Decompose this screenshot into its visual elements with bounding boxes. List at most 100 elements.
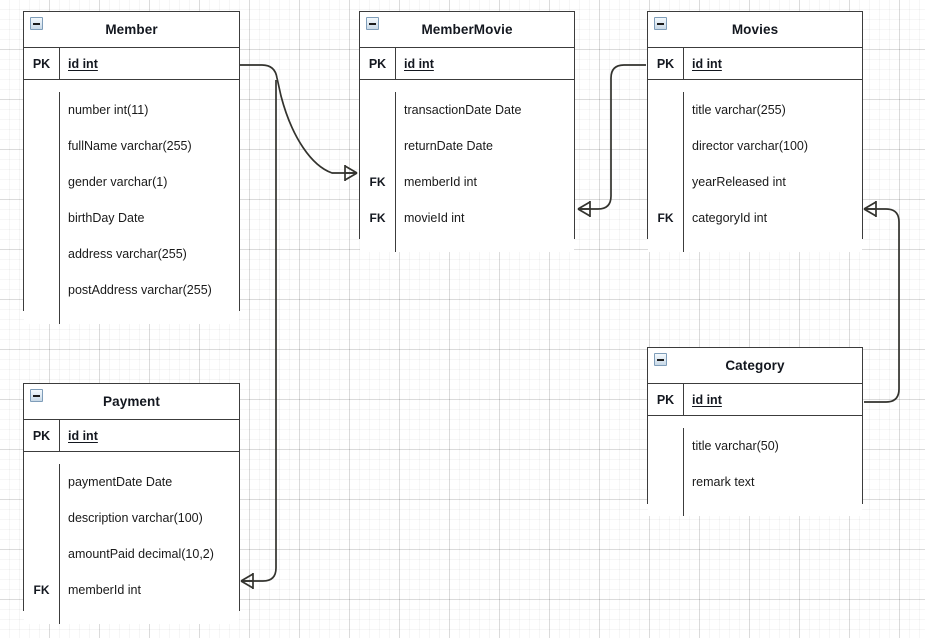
attribute-row[interactable]: description varchar(100) bbox=[24, 500, 239, 536]
minus-icon[interactable] bbox=[30, 17, 43, 30]
minus-icon[interactable] bbox=[654, 353, 667, 366]
field-label: transactionDate Date bbox=[404, 103, 522, 117]
key-label: PK bbox=[360, 48, 396, 79]
attribute-row[interactable]: postAddress varchar(255) bbox=[24, 272, 239, 308]
entity-category-attributes: title varchar(50) remark text bbox=[648, 416, 862, 516]
entity-member[interactable]: Member PK id int number int(11) fullName… bbox=[23, 11, 240, 324]
spacer-row bbox=[24, 608, 239, 624]
key-label: FK bbox=[24, 572, 60, 608]
field-label: id int bbox=[692, 56, 722, 71]
field-label: number int(11) bbox=[68, 103, 149, 117]
entity-category-name: Category bbox=[725, 358, 785, 373]
entity-movies-header: Movies bbox=[648, 12, 862, 48]
attribute-row[interactable]: transactionDate Date bbox=[360, 92, 574, 128]
attribute-row[interactable]: birthDay Date bbox=[24, 200, 239, 236]
field-label: amountPaid decimal(10,2) bbox=[68, 547, 214, 561]
field-label: movieId int bbox=[404, 211, 465, 225]
spacer bbox=[24, 80, 239, 92]
field-label: title varchar(255) bbox=[692, 103, 786, 117]
attribute-row-fk[interactable]: FK movieId int bbox=[360, 200, 574, 236]
key-spacer bbox=[648, 500, 684, 516]
entity-category[interactable]: Category PK id int title varchar(50) rem… bbox=[647, 347, 863, 516]
field-label: address varchar(255) bbox=[68, 247, 187, 261]
field-label: categoryId int bbox=[692, 211, 768, 225]
attribute-row[interactable]: address varchar(255) bbox=[24, 236, 239, 272]
key-label bbox=[648, 128, 684, 164]
field-label: gender varchar(1) bbox=[68, 175, 168, 189]
entity-member-attributes: number int(11) fullName varchar(255) gen… bbox=[24, 80, 239, 324]
crowfoot-payment-memberid bbox=[240, 573, 254, 589]
attribute-row[interactable]: gender varchar(1) bbox=[24, 164, 239, 200]
spacer bbox=[24, 452, 239, 464]
attribute-row[interactable]: yearReleased int bbox=[648, 164, 862, 200]
key-label bbox=[24, 464, 60, 500]
field-label: returnDate Date bbox=[404, 139, 493, 153]
minus-icon[interactable] bbox=[30, 389, 43, 402]
key-label bbox=[24, 92, 60, 128]
spacer-row bbox=[360, 236, 574, 252]
minus-icon[interactable] bbox=[366, 17, 379, 30]
key-label bbox=[24, 272, 60, 308]
entity-category-pk-row[interactable]: PK id int bbox=[648, 384, 862, 416]
key-label bbox=[648, 464, 684, 500]
key-label bbox=[24, 236, 60, 272]
spacer bbox=[648, 416, 862, 428]
key-label bbox=[360, 92, 396, 128]
attribute-row[interactable]: director varchar(100) bbox=[648, 128, 862, 164]
relationship-movies-membermovie[interactable] bbox=[578, 64, 646, 210]
key-label bbox=[24, 536, 60, 572]
attribute-row[interactable]: remark text bbox=[648, 464, 862, 500]
key-label bbox=[648, 164, 684, 200]
minus-icon[interactable] bbox=[654, 17, 667, 30]
key-label: FK bbox=[360, 200, 396, 236]
key-spacer bbox=[648, 236, 684, 252]
attribute-row[interactable]: title varchar(255) bbox=[648, 92, 862, 128]
key-label bbox=[24, 128, 60, 164]
crowfoot-movies-categoryid bbox=[863, 201, 877, 217]
attribute-row[interactable]: returnDate Date bbox=[360, 128, 574, 164]
spacer-row bbox=[648, 500, 862, 516]
attribute-row[interactable]: paymentDate Date bbox=[24, 464, 239, 500]
key-spacer bbox=[24, 608, 60, 624]
key-label: FK bbox=[360, 164, 396, 200]
entity-payment-pk-row[interactable]: PK id int bbox=[24, 420, 239, 452]
entity-movies[interactable]: Movies PK id int title varchar(255) dire… bbox=[647, 11, 863, 252]
attribute-row[interactable]: number int(11) bbox=[24, 92, 239, 128]
entity-membermovie[interactable]: MemberMovie PK id int transactionDate Da… bbox=[359, 11, 575, 252]
key-label: PK bbox=[24, 420, 60, 451]
entity-movies-name: Movies bbox=[731, 22, 779, 37]
crowfoot-membermovie-movieid bbox=[577, 201, 591, 217]
field-label: yearReleased int bbox=[692, 175, 786, 189]
spacer bbox=[648, 80, 862, 92]
entity-membermovie-attributes: transactionDate Date returnDate Date FK … bbox=[360, 80, 574, 252]
relationship-member-membermovie[interactable] bbox=[240, 64, 357, 174]
attribute-row[interactable]: fullName varchar(255) bbox=[24, 128, 239, 164]
entity-payment[interactable]: Payment PK id int paymentDate Date descr… bbox=[23, 383, 240, 624]
field-label: fullName varchar(255) bbox=[68, 139, 192, 153]
field-label: description varchar(100) bbox=[68, 511, 203, 525]
key-label: PK bbox=[24, 48, 60, 79]
entity-member-name: Member bbox=[105, 22, 158, 37]
attribute-row-fk[interactable]: FK categoryId int bbox=[648, 200, 862, 236]
field-label: memberId int bbox=[68, 583, 141, 597]
attribute-row-fk[interactable]: FK memberId int bbox=[24, 572, 239, 608]
relationship-category-movies[interactable] bbox=[864, 208, 900, 403]
field-label: birthDay Date bbox=[68, 211, 145, 225]
relationship-member-payment[interactable] bbox=[241, 80, 277, 582]
entity-member-pk-row[interactable]: PK id int bbox=[24, 48, 239, 80]
attribute-row[interactable]: amountPaid decimal(10,2) bbox=[24, 536, 239, 572]
attribute-row[interactable]: title varchar(50) bbox=[648, 428, 862, 464]
entity-membermovie-pk-row[interactable]: PK id int bbox=[360, 48, 574, 80]
spacer-row bbox=[24, 308, 239, 324]
attribute-row-fk[interactable]: FK memberId int bbox=[360, 164, 574, 200]
entity-category-header: Category bbox=[648, 348, 862, 384]
entity-movies-pk-row[interactable]: PK id int bbox=[648, 48, 862, 80]
key-label bbox=[24, 200, 60, 236]
field-label: memberId int bbox=[404, 175, 477, 189]
field-label: id int bbox=[68, 56, 98, 71]
field-label: paymentDate Date bbox=[68, 475, 173, 489]
field-label: director varchar(100) bbox=[692, 139, 809, 153]
entity-payment-attributes: paymentDate Date description varchar(100… bbox=[24, 452, 239, 624]
entity-payment-name: Payment bbox=[103, 394, 160, 409]
